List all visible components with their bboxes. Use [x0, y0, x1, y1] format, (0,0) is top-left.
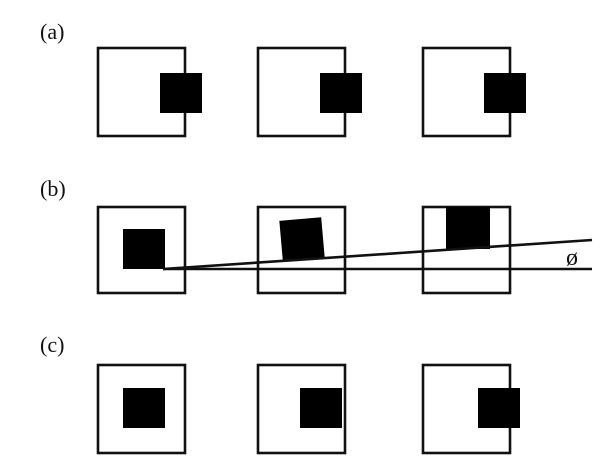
- panel-a3: [421, 46, 526, 138]
- black-square: [446, 207, 490, 249]
- panel-c1: [96, 363, 187, 455]
- black-square: [300, 388, 342, 428]
- black-square: [123, 229, 165, 269]
- row-a: (a): [40, 19, 526, 138]
- black-square: [279, 217, 325, 261]
- row-b: (b) ø: [40, 176, 593, 295]
- black-square: [160, 73, 202, 113]
- panel-b2: [256, 205, 347, 295]
- black-square: [123, 388, 165, 428]
- row-c-label: (c): [40, 332, 64, 357]
- panel-b3: [421, 205, 512, 295]
- panel-c3: [421, 363, 520, 455]
- tilted-line: [162, 238, 593, 271]
- panel-b1: [96, 205, 187, 295]
- angle-label: ø: [566, 245, 578, 271]
- black-square: [320, 73, 362, 113]
- row-b-label: (b): [40, 176, 66, 201]
- panel-c2: [256, 363, 347, 455]
- black-square: [484, 73, 526, 113]
- black-square: [478, 388, 520, 428]
- row-a-label: (a): [40, 19, 64, 44]
- panel-a2: [256, 46, 362, 138]
- panel-a1: [96, 46, 202, 138]
- row-c: (c): [40, 332, 520, 455]
